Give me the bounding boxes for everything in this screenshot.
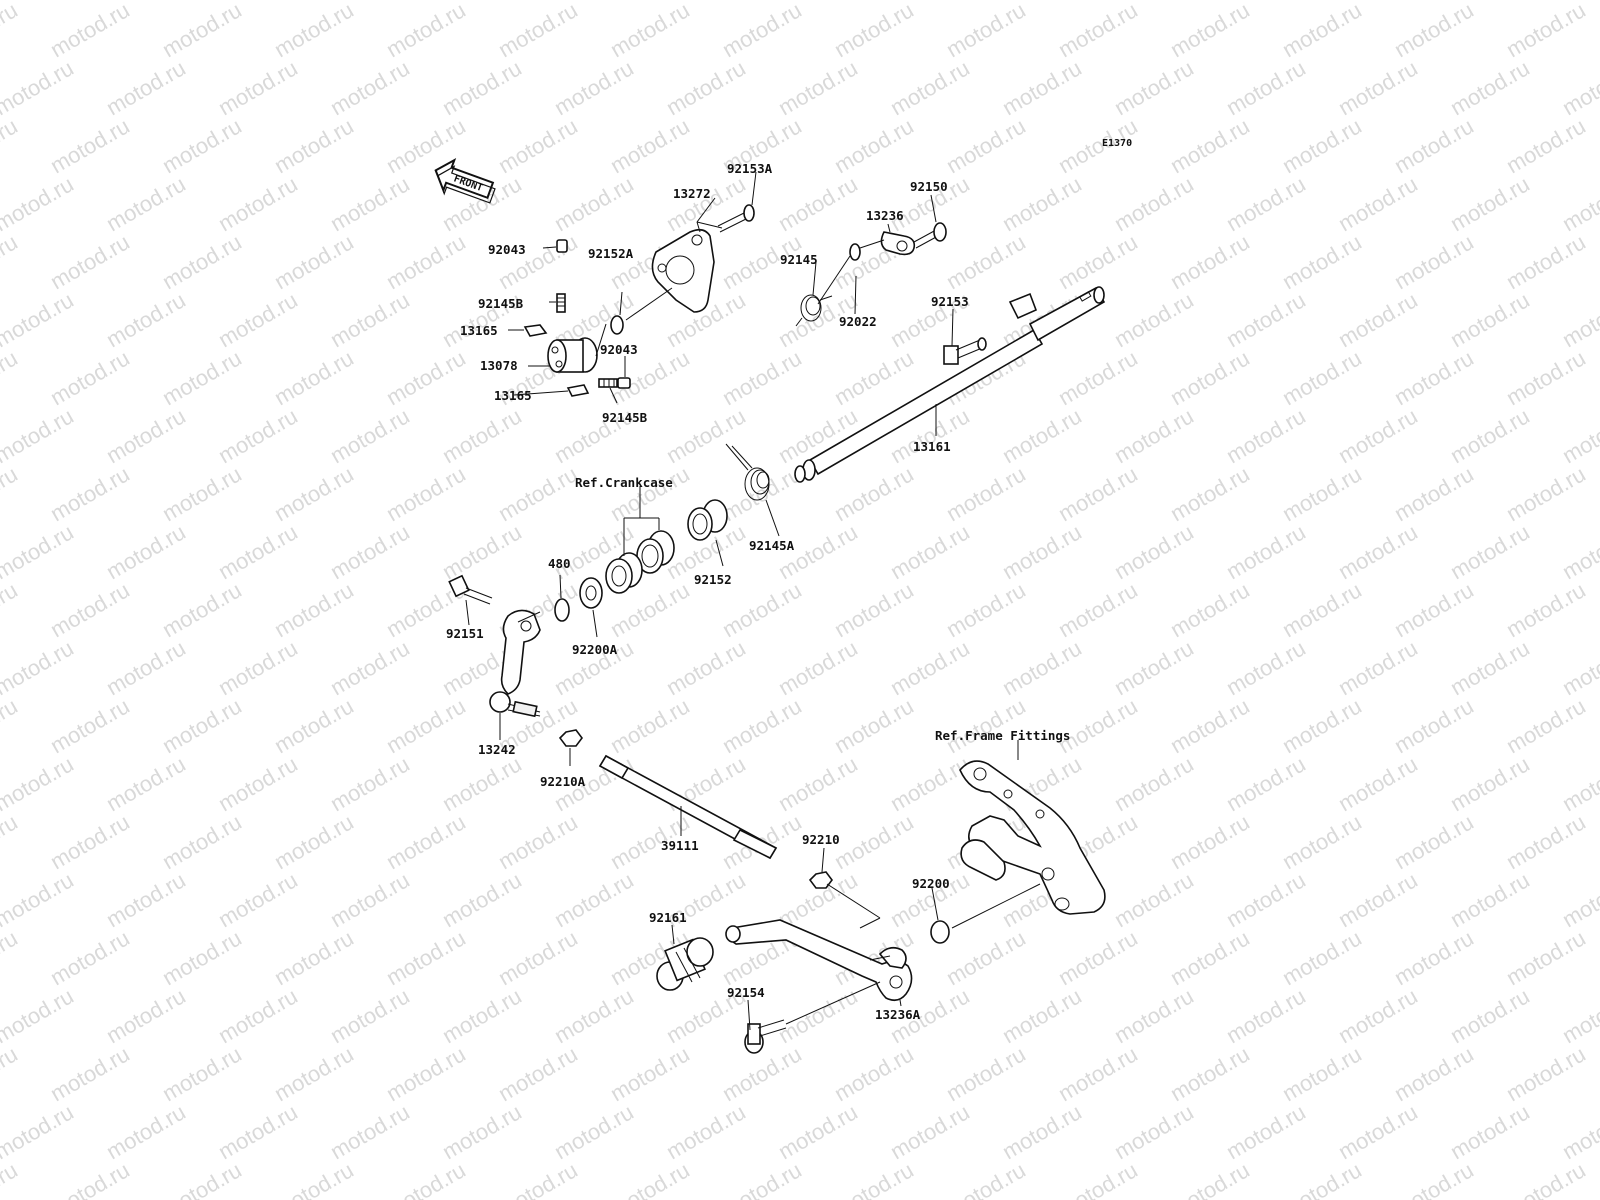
part-labels: 92153A 13272 92043 92152A 92145B 13165 9…	[446, 161, 1070, 1022]
label-39111: 39111	[661, 838, 699, 853]
part-13236-lever	[880, 231, 916, 256]
label-13272: 13272	[673, 186, 711, 201]
part-92210A-nut	[558, 729, 583, 747]
part-92200-washer	[930, 920, 950, 944]
label-92145B-lower: 92145B	[602, 410, 648, 425]
part-92152-collar	[687, 499, 728, 541]
part-13272-plate	[651, 228, 715, 313]
label-13161: 13161	[913, 439, 951, 454]
part-39111-rod	[598, 754, 778, 860]
label-13165-top: 13165	[460, 323, 498, 338]
part-13242-joint	[489, 691, 541, 718]
label-13078: 13078	[480, 358, 518, 373]
part-frame-fitting	[959, 760, 1106, 915]
part-92153A-bolt	[717, 204, 755, 233]
label-ref-frame-fittings: Ref.Frame Fittings	[935, 728, 1070, 743]
part-92043-pin-lower	[617, 377, 631, 389]
label-92200: 92200	[912, 876, 950, 891]
part-92145B-spring-top	[556, 293, 566, 313]
part-bearing-a	[636, 530, 675, 574]
label-480: 480	[548, 556, 571, 571]
leader-lines	[465, 171, 1041, 1031]
label-92151: 92151	[446, 626, 484, 641]
part-13236A-shift-pedal	[725, 919, 913, 1002]
part-13078-drum	[547, 337, 598, 373]
label-ref-crankcase: Ref.Crankcase	[575, 475, 673, 490]
part-13165-pawl-top	[523, 324, 548, 337]
label-92154: 92154	[727, 985, 765, 1000]
part-92200A-washer	[579, 577, 603, 609]
part-92151-bolt	[448, 574, 493, 605]
part-bearing-b	[605, 552, 643, 594]
label-92152: 92152	[694, 572, 732, 587]
part-92210-nut	[808, 871, 833, 889]
label-92200A: 92200A	[572, 642, 618, 657]
label-92210: 92210	[802, 832, 840, 847]
front-arrow-icon: FRONT	[434, 158, 496, 204]
part-92154-bolt	[744, 1019, 787, 1054]
part-shift-lever-arm	[500, 609, 541, 695]
label-13236: 13236	[866, 208, 904, 223]
part-92150-bolt	[913, 222, 947, 249]
diagram-code: E1370	[1102, 138, 1132, 149]
label-92210A: 92210A	[540, 774, 586, 789]
label-13236A: 13236A	[875, 1007, 921, 1022]
label-92152A: 92152A	[588, 246, 634, 261]
part-13161-shift-shaft	[794, 286, 1106, 483]
label-92043-lower: 92043	[600, 342, 638, 357]
part-92153-bolt	[943, 337, 987, 365]
label-92150: 92150	[910, 179, 948, 194]
part-480-circlip	[554, 598, 570, 622]
label-13242: 13242	[478, 742, 516, 757]
label-92022: 92022	[839, 314, 877, 329]
part-92145-spring	[795, 294, 833, 327]
label-92145: 92145	[780, 252, 818, 267]
part-92145B-spring-lower	[598, 378, 618, 388]
part-92152A-washer	[610, 315, 624, 335]
label-92153: 92153	[931, 294, 969, 309]
part-92043-pin-top	[556, 239, 568, 253]
label-92161: 92161	[649, 910, 687, 925]
label-92153A: 92153A	[727, 161, 773, 176]
part-13165-pawl-lower	[566, 384, 590, 397]
part-92022-washer	[849, 243, 861, 261]
part-92161-rubber	[656, 937, 714, 991]
label-92043-top: 92043	[488, 242, 526, 257]
label-92145B-top: 92145B	[478, 296, 524, 311]
part-92145A-spring	[725, 443, 770, 501]
label-92145A: 92145A	[749, 538, 795, 553]
label-13165-lower: 13165	[494, 388, 532, 403]
